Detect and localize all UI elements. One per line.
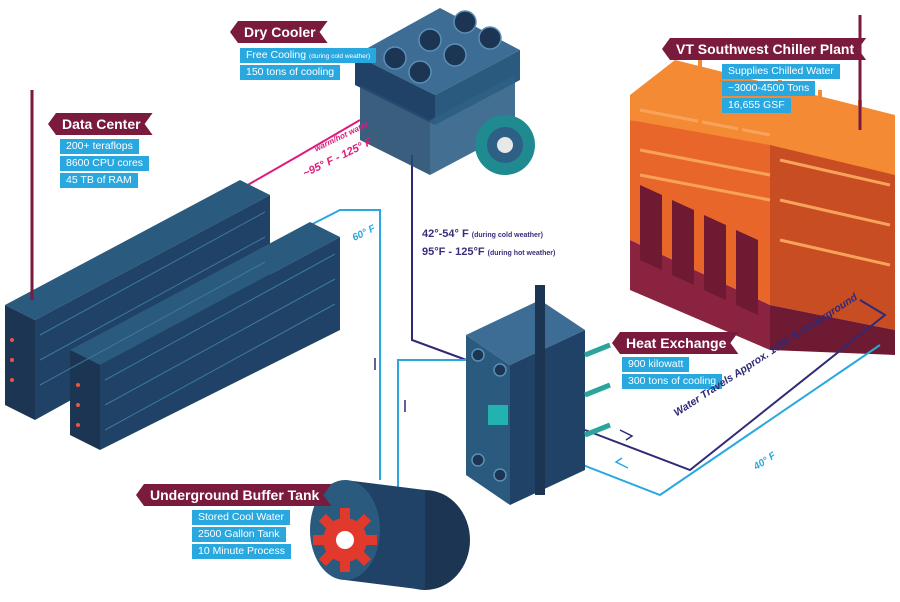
navy-pipe-chiller xyxy=(584,299,887,472)
data-center-title: Data Center xyxy=(48,113,153,135)
gear-icon xyxy=(313,508,377,572)
heat-exchanger-unit xyxy=(466,285,611,505)
blue-pipe-chiller-return xyxy=(569,344,881,497)
heat-exchange-stat-2: 300 tons of cooling xyxy=(622,374,723,389)
data-center-stat-2: 8600 CPU cores xyxy=(60,156,150,171)
dry-cooler-unit xyxy=(355,8,535,175)
blue-pipe-tank xyxy=(397,359,480,495)
heat-exchange-stat-1: 900 kilowatt xyxy=(622,357,690,372)
server-racks xyxy=(5,180,340,450)
flow-arrows xyxy=(374,358,634,441)
buffer-tank-stat-3: 10 Minute Process xyxy=(192,544,291,559)
dry-cooler-stat-1: Free Cooling (during cold weather) xyxy=(240,48,377,63)
chiller-plant-building xyxy=(630,60,895,355)
buffer-tank-unit xyxy=(310,480,470,590)
chiller-plant-stat-3: 16,655 GSF xyxy=(722,98,791,113)
hot-weather-temp: 95°F - 125°F (during hot weather) xyxy=(422,246,556,258)
navy-pipe-drycooler xyxy=(411,155,481,366)
chiller-plant-title: VT Southwest Chiller Plant xyxy=(662,38,866,60)
buffer-tank-stat-2: 2500 Gallon Tank xyxy=(192,527,286,542)
heat-exchange-title: Heat Exchange xyxy=(612,332,738,354)
data-center-stat-3: 45 TB of RAM xyxy=(60,173,138,188)
chiller-plant-stat-1: Supplies Chilled Water xyxy=(722,64,840,79)
dry-cooler-title: Dry Cooler xyxy=(230,21,328,43)
dry-cooler-stat-2: 150 tons of cooling xyxy=(240,65,341,80)
data-center-stat-1: 200+ teraflops xyxy=(60,139,139,154)
cold-weather-temp: 42°-54° F (during cold weather) xyxy=(422,228,543,240)
chiller-plant-stat-2: ~3000-4500 Tons xyxy=(722,81,816,96)
buffer-tank-stat-1: Stored Cool Water xyxy=(192,510,290,525)
banner-poles xyxy=(30,15,862,300)
buffer-tank-title: Underground Buffer Tank xyxy=(136,484,331,506)
